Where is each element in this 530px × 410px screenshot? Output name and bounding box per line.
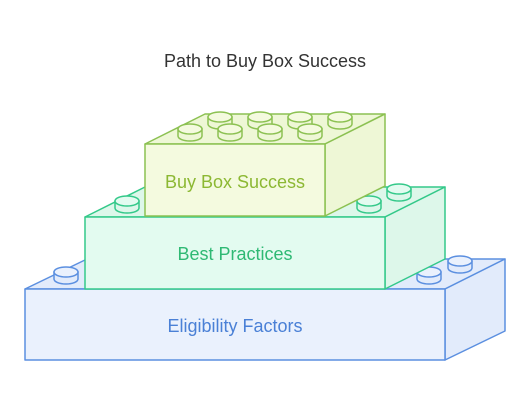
stud [386, 183, 412, 202]
stud [257, 123, 283, 142]
diagram-title: Path to Buy Box Success [164, 51, 366, 71]
block-label-buy-box-success: Buy Box Success [165, 172, 305, 192]
block-label-eligibility-factors: Eligibility Factors [167, 316, 302, 336]
stud [53, 266, 79, 285]
stud [114, 195, 140, 214]
stud [217, 123, 243, 142]
block-buy-box-success: Buy Box Success [144, 111, 386, 217]
stud [177, 123, 203, 142]
block-label-best-practices: Best Practices [177, 244, 292, 264]
stud [356, 195, 382, 214]
stud [297, 123, 323, 142]
stud [327, 111, 353, 130]
stud [416, 266, 442, 285]
stud [447, 255, 473, 274]
